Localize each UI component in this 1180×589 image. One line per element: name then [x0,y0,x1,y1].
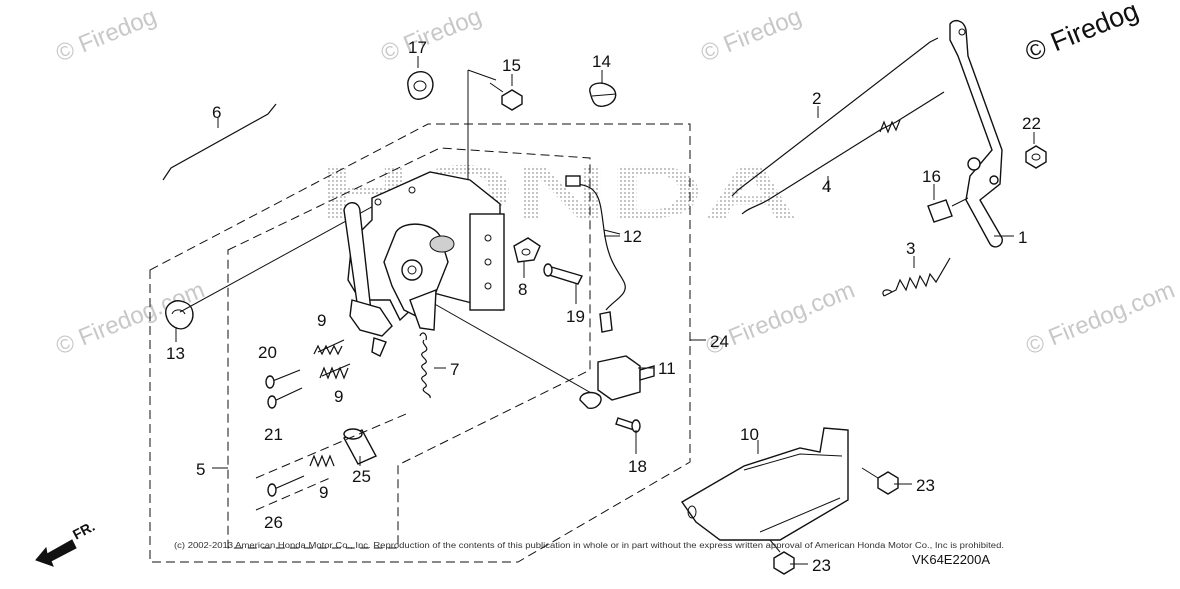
callout-15: 15 [502,56,521,75]
callout-14: 14 [592,52,611,71]
screw-18 [615,417,641,433]
front-direction-label: FR. [70,518,97,543]
clip-13 [165,300,194,330]
callout-17: 17 [408,38,427,57]
clamp-17 [407,70,434,100]
assembly-outline [149,123,691,563]
callout-24: 24 [710,332,729,351]
diagram-code: VK64E2200A [912,552,990,567]
callout-21: 21 [264,425,283,444]
callout-9-middle: 9 [334,387,343,406]
callout-23-lower: 23 [812,556,831,575]
watermark-2: © Firedog [377,3,485,68]
bolt-23-lower [769,539,795,575]
callout-2: 2 [812,89,821,108]
callout-22: 22 [1022,114,1041,133]
bolt-19 [543,263,584,285]
watermark-3: © Firedog [697,3,805,68]
spring-3 [882,257,951,297]
callout-23-upper: 23 [916,476,935,495]
control-cable-4 [741,91,945,215]
watermark-1: © Firedog [52,3,160,68]
callout-12: 12 [623,227,642,246]
callout-7: 7 [450,360,459,379]
callout-8: 8 [518,280,527,299]
copyright-notice: (c) 2002-2013 American Honda Motor Co., … [174,541,1004,550]
leader-11 [409,289,601,399]
throttle-rod [162,103,277,181]
callout-6: 6 [212,103,221,122]
bolt-16 [927,197,969,223]
bracket-8 [513,237,541,263]
collar-25 [343,428,377,465]
callout-25: 25 [352,467,371,486]
control-lever-1 [949,19,1003,248]
callout-5: 5 [196,460,205,479]
bolt-23-upper [861,467,899,495]
callout-9-upper: 9 [317,311,326,330]
leader-15 [467,69,497,81]
bolt-15 [489,82,523,111]
front-direction-indicator: FR. [35,518,97,567]
nut-22 [1025,145,1047,169]
watermark-corner: © Firedog [1021,0,1143,68]
callout-4: 4 [822,177,831,196]
callout-3: 3 [906,239,915,258]
callout-1: 1 [1018,228,1027,247]
callout-20: 20 [258,343,277,362]
callout-16: 16 [922,167,941,186]
switch-wire-12 [565,175,626,333]
bolt-26 [267,475,305,497]
clamp-14 [589,82,617,107]
spring-9-middle [319,363,351,380]
callout-18: 18 [628,457,647,476]
control-base-plate [343,171,505,357]
callout-13: 13 [166,344,185,363]
switch-11 [579,355,655,410]
callout-leaders [175,56,1035,565]
callout-9-lower: 9 [319,483,328,502]
control-rod-2 [731,37,939,197]
spring-9-upper [313,339,345,356]
spring-7 [419,332,431,399]
cover-10 [680,427,849,541]
callout-26: 26 [264,513,283,532]
callout-11: 11 [658,359,676,378]
bolt-21 [267,387,303,409]
bolt-20 [265,369,301,389]
guide-line-upper [255,413,407,479]
control-subassembly-outline [227,147,591,549]
spring-9-lower [309,454,335,468]
callout-10: 10 [740,425,759,444]
watermark-6: © Firedog.com [1022,276,1178,360]
callout-19: 19 [566,307,585,326]
